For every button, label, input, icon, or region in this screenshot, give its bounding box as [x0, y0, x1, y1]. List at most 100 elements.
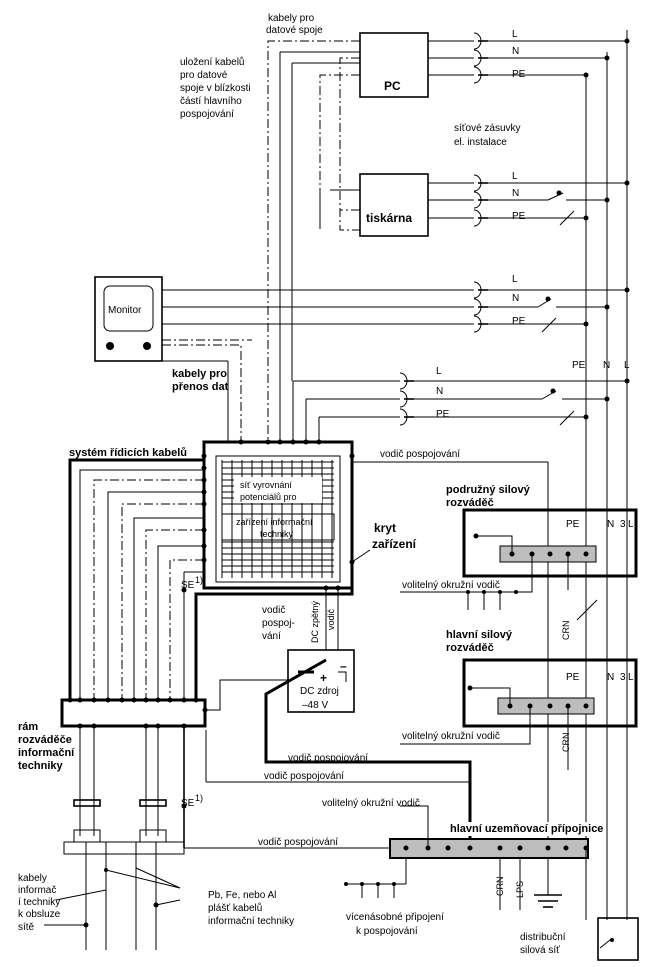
control-cables: SE 1) — [68, 458, 204, 700]
cabinet-sockets: L N PE — [292, 366, 630, 442]
cover-label-2: zařízení — [372, 537, 417, 551]
pc-PE: PE — [512, 69, 526, 80]
printer-unit: tiskárna L N PE — [359, 171, 630, 237]
dc-source-1: DC zdroj — [300, 686, 339, 697]
multi-bond-2: k pospojování — [356, 926, 418, 937]
equipment-cabinet: síť vyrovnání potenciálů pro zařízení in… — [201, 439, 355, 591]
multi-bond-1: vícenásobné připojení — [346, 912, 444, 923]
pc-N: N — [512, 46, 519, 57]
main-earthing-bar — [344, 805, 589, 910]
printer-PE: PE — [512, 211, 526, 222]
dc-plus: + — [320, 671, 327, 685]
monitor-L: L — [512, 274, 518, 285]
control-cable-system: systém řídicích kabelů — [69, 447, 187, 459]
pc-unit: PC L N PE — [359, 29, 630, 98]
data-cables-top-2: datové spoje — [266, 25, 323, 36]
grid-label-2: potenciálů pro — [240, 492, 297, 502]
info-cables-1: kabely — [18, 873, 47, 884]
sub-N3L: N — [607, 519, 614, 530]
bonding-4: vodič pospojování — [258, 837, 338, 848]
main-PE: PE — [566, 672, 580, 683]
bond-vertical-1: vodič — [262, 605, 285, 616]
svg-text:3: 3 — [620, 519, 626, 530]
printer-label: tiskárna — [366, 211, 412, 225]
sub-L: L — [628, 519, 634, 530]
routing-note-1: uložení kabelů — [180, 56, 245, 68]
bonding-2: vodič pospojování — [288, 753, 368, 764]
right-N: N — [603, 360, 610, 371]
it-distribution-frame — [60, 697, 208, 729]
se-label-1: SE — [181, 580, 195, 591]
distribution-grid-box: distribuční silová síť — [520, 848, 639, 961]
monitor-PE: PE — [512, 316, 526, 327]
sheath-1: Pb, Fe, nebo Al — [208, 890, 276, 901]
sub-PE: PE — [566, 519, 580, 530]
frame-label-3: informační — [18, 747, 75, 759]
routing-note-5: pospojování — [180, 109, 234, 120]
info-cables-2: informač — [18, 885, 56, 896]
ring-3: volitelný okružní vodič — [322, 798, 420, 809]
dc-return-1: DC zpětný — [310, 600, 320, 643]
routing-note-3: spoje v blízkosti — [180, 83, 251, 94]
dist-grid-2: silová síť — [520, 945, 560, 956]
cab-PE: PE — [436, 409, 450, 420]
transfer-cables-1: kabely pro — [172, 368, 227, 380]
main-dist-1: hlavní silový — [446, 629, 513, 641]
main-bar-label: hlavní uzemňovací přípojnice — [450, 823, 603, 835]
data-cables-top-1: kabely pro — [268, 13, 315, 24]
sub-dist-2: rozváděč — [446, 497, 494, 509]
distribution-main-conductors — [585, 30, 628, 920]
monitor-unit: Monitor L N PE — [94, 274, 630, 362]
frame-label-2: rozváděče — [18, 734, 72, 746]
data-cable-routes — [162, 40, 360, 442]
dc-source-2: –48 V — [302, 700, 328, 711]
pc-L: L — [512, 29, 518, 40]
bonding-3: vodič pospojování — [264, 771, 344, 782]
printer-N: N — [512, 188, 519, 199]
main-distribution-board: PE N 3 L — [462, 658, 638, 770]
info-cables-3: í techniky — [18, 897, 60, 908]
transfer-cables-2: přenos dat — [172, 381, 229, 393]
routing-note-4: částí hlavního — [180, 96, 242, 107]
cab-N: N — [436, 386, 443, 397]
cab-L: L — [436, 366, 442, 377]
crn-2: CRN — [561, 733, 571, 753]
ring-2: volitelný okružní vodič — [402, 731, 500, 742]
dc-minus: – — [340, 659, 347, 673]
pc-label: PC — [384, 79, 401, 93]
bond-vertical-2: pospoj- — [262, 618, 295, 629]
it-cables-down: SE 1) — [63, 726, 470, 950]
sub-distribution-board: PE N 3 L — [462, 508, 638, 590]
main-dist-2: rozváděč — [446, 642, 494, 654]
socket-note-1: síťové zásuvky — [454, 123, 521, 134]
main-L: L — [628, 672, 634, 683]
dist-grid-1: distribuční — [520, 932, 566, 943]
right-L: L — [624, 360, 630, 371]
se-label-2: SE — [181, 798, 195, 809]
it-label-1: zařízení informační — [236, 517, 313, 527]
se-sup-1: 1) — [195, 575, 203, 585]
printer-L: L — [512, 171, 518, 182]
se-sup-2: 1) — [195, 793, 203, 803]
ring-1: volitelný okružní vodič — [402, 580, 500, 591]
svg-text:3: 3 — [620, 672, 626, 683]
sheath-3: informační techniky — [208, 916, 294, 927]
crn-1: CRN — [561, 621, 571, 641]
sheath-2: plášť kabelů — [208, 902, 262, 914]
bond-vertical-3: vání — [262, 631, 281, 642]
monitor-N: N — [512, 293, 519, 304]
socket-note-2: el. instalace — [454, 137, 507, 148]
it-label-2: techniky — [260, 529, 294, 539]
monitor-label: Monitor — [108, 305, 142, 316]
right-PE: PE — [572, 360, 586, 371]
cover-label-1: kryt — [374, 521, 396, 535]
routing-note-2: pro datové — [180, 70, 228, 81]
frame-label-1: rám — [18, 721, 38, 733]
main-N: N — [607, 672, 614, 683]
frame-label-4: techniky — [18, 760, 64, 772]
info-cables-4: k obsluze — [18, 909, 61, 920]
info-cables-5: sítě — [18, 922, 35, 933]
dc-return-2: vodič — [326, 608, 336, 630]
crn-3: CRN — [495, 877, 505, 897]
